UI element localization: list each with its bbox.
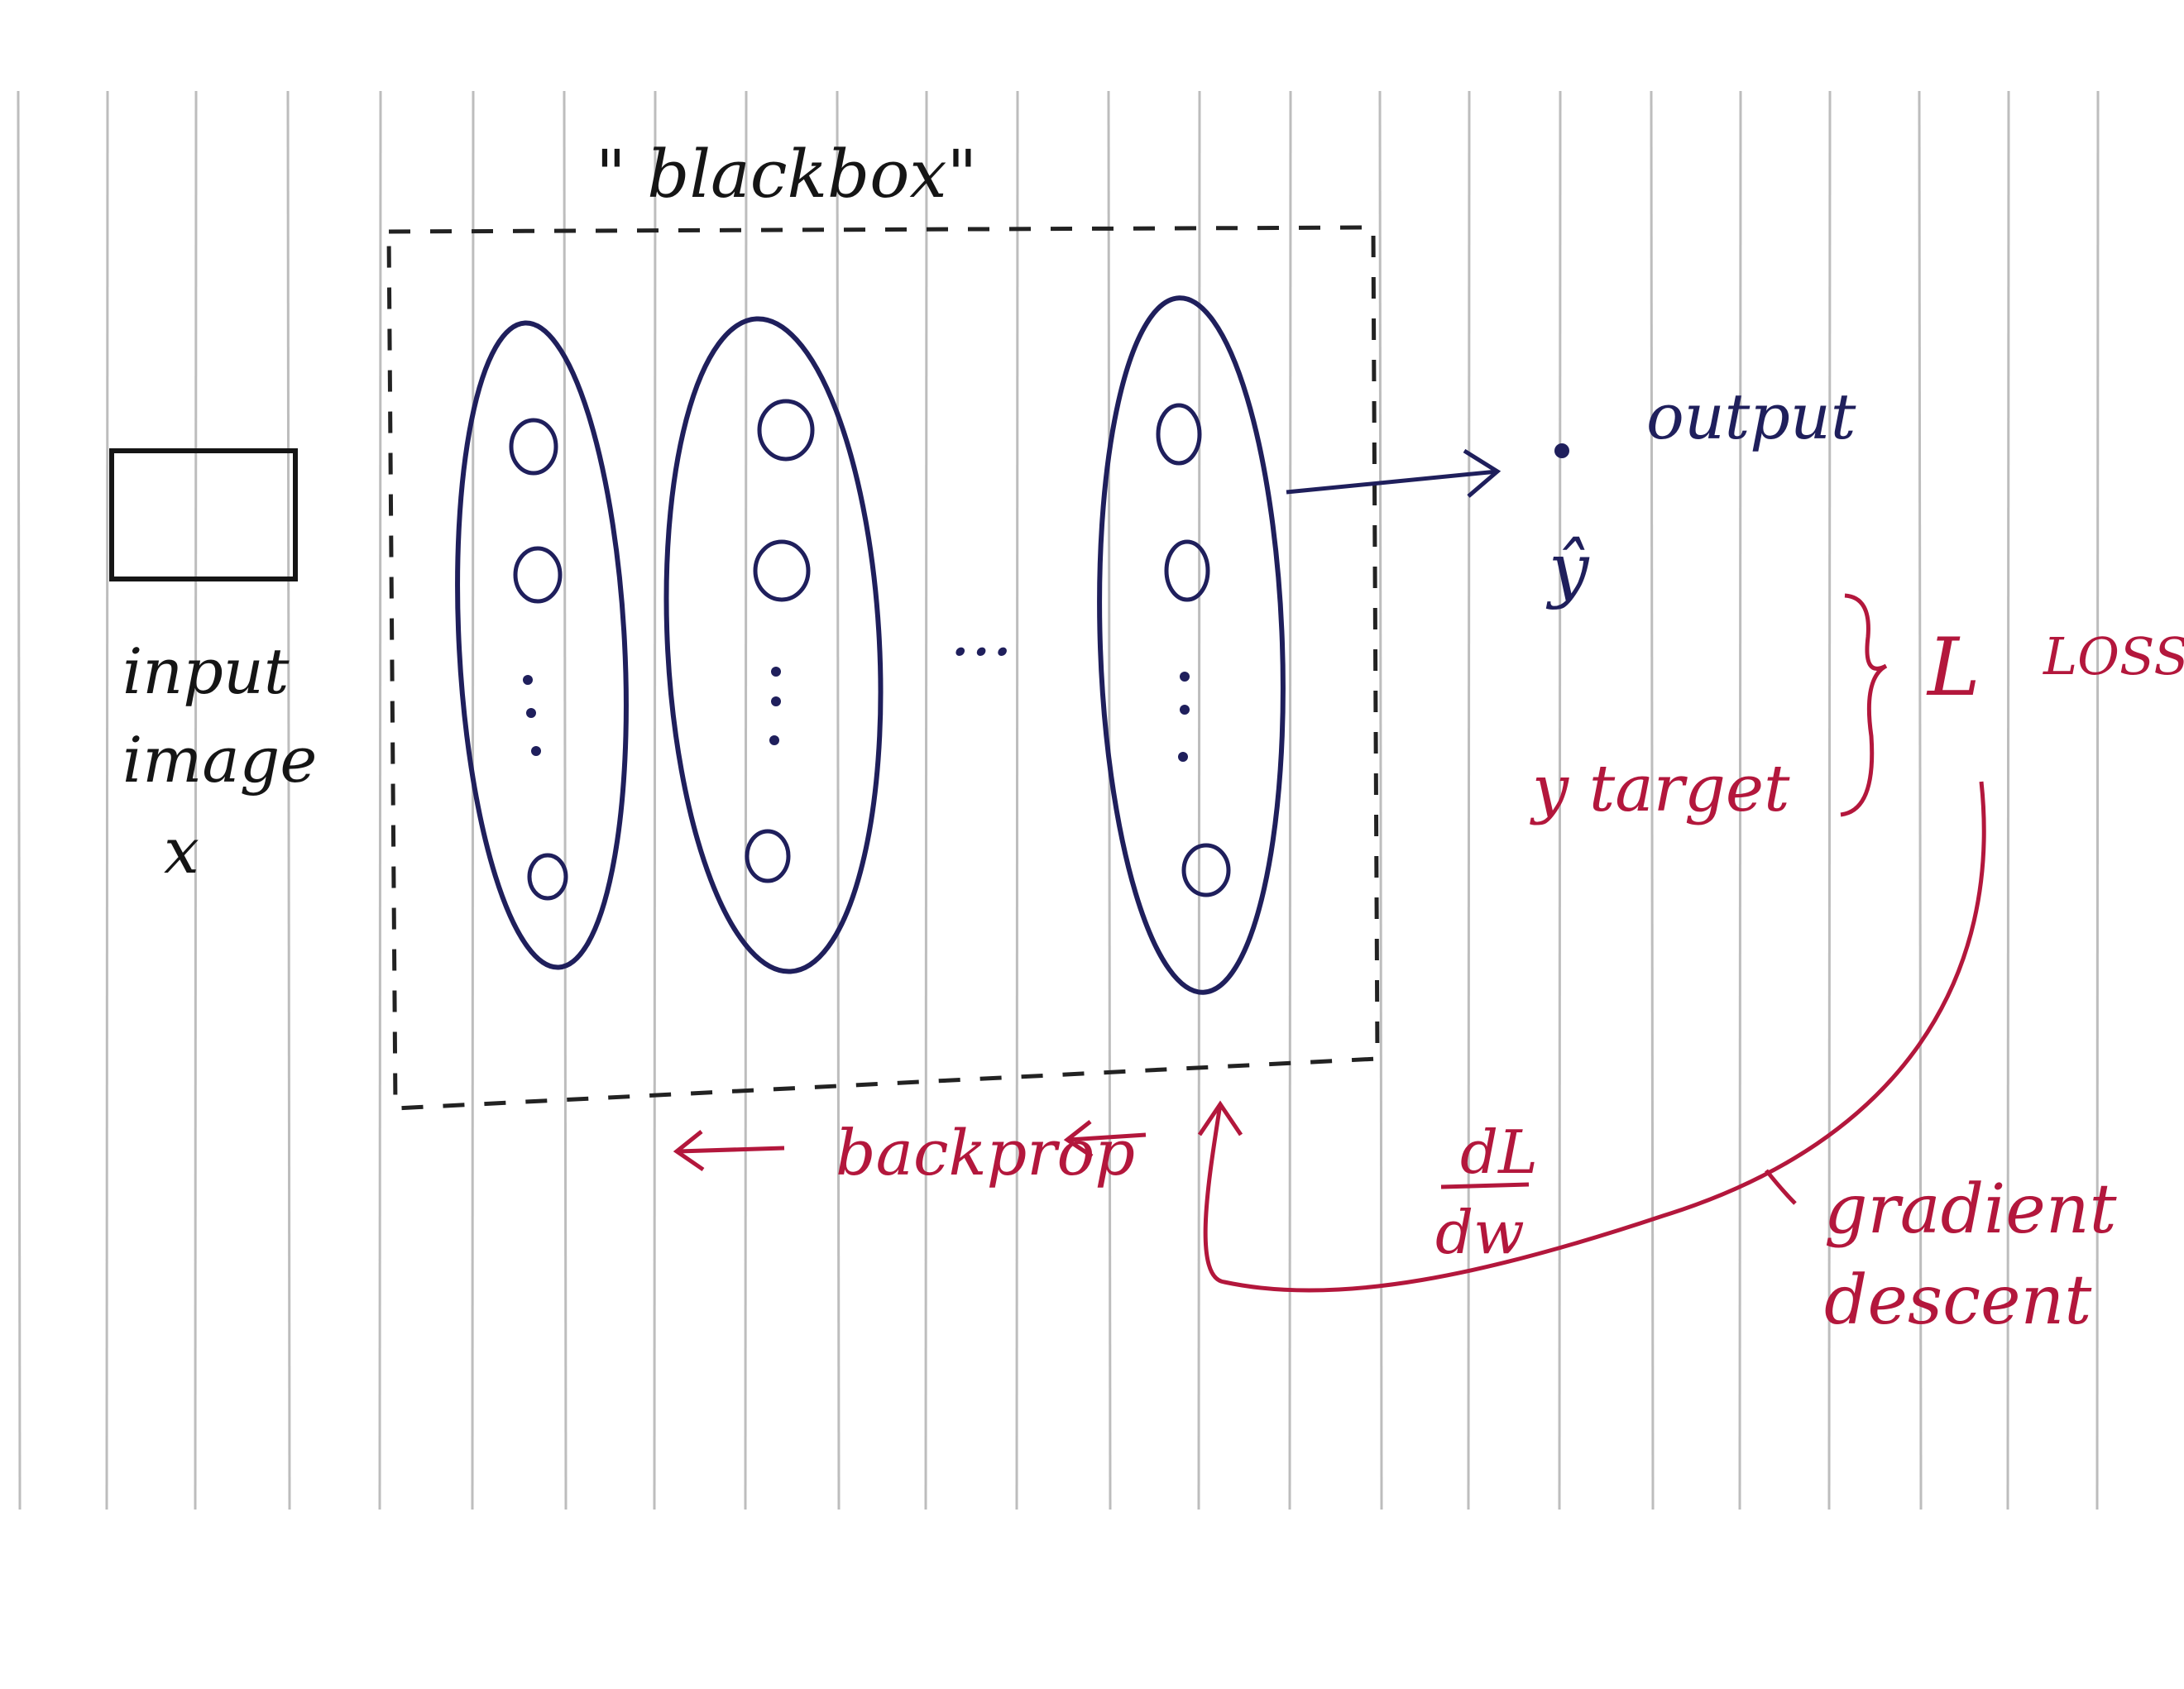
neuron: [527, 853, 568, 901]
input-label-line1: input: [122, 634, 290, 708]
ruled-line: [194, 90, 198, 1510]
ruled-line: [1738, 90, 1742, 1510]
layer-ellipse-3: [1097, 295, 1286, 995]
dw-label: dw: [1435, 1198, 1525, 1267]
ruled-line: [653, 90, 657, 1510]
ruled-line: [1918, 90, 1923, 1510]
y-hat-label: ŷ: [1545, 529, 1590, 611]
ruled-line: [2006, 90, 2010, 1510]
ruled-line: [1467, 90, 1471, 1510]
backprop-arrows: [673, 1120, 1147, 1172]
ruled-line: [1197, 90, 1201, 1510]
neuron: [513, 546, 563, 604]
ruled-line: [17, 90, 22, 1510]
ruled-line: [1107, 90, 1112, 1510]
fraction-bar: [1440, 1182, 1530, 1189]
target-label: y target: [1530, 752, 1790, 826]
neuron: [1181, 843, 1231, 897]
backprop-label: backprop: [836, 1116, 1135, 1189]
input-image-box: [109, 448, 298, 581]
ruled-line: [1827, 90, 1832, 1510]
layer-ellipse-1: [455, 320, 629, 970]
ruled-line: [1650, 90, 1655, 1510]
input-label-line2: image: [122, 723, 317, 797]
ruled-line: [563, 90, 568, 1510]
dl-label: dL: [1460, 1117, 1538, 1187]
output-arrow: [1286, 448, 1502, 498]
ruled-line: [924, 90, 928, 1510]
blackbox-label: " blackbox": [596, 136, 977, 213]
hidden-layers: [455, 295, 1286, 995]
output-label: output: [1646, 380, 1856, 453]
neuron: [753, 539, 811, 602]
neuron: [745, 829, 791, 883]
ruled-line: [836, 90, 841, 1510]
output-dot: [1554, 443, 1569, 458]
neuron: [1164, 539, 1210, 602]
layer-ellipse-2: [663, 316, 884, 974]
layer-3-ellipsis-dots: [1178, 672, 1190, 762]
ruled-line: [1015, 90, 1019, 1510]
ruled-line: [1288, 90, 1292, 1510]
ruled-line: [744, 90, 748, 1510]
ruled-line: [1558, 90, 1562, 1510]
ruled-line: [2095, 90, 2100, 1510]
loss-label: LOSS: [2043, 626, 2184, 687]
layer-2-neurons: [745, 399, 815, 883]
layers-ellipsis: ...: [950, 594, 1013, 671]
layer-1-ellipsis-dots: [523, 675, 541, 756]
ruled-line: [105, 90, 109, 1510]
ruled-line: [378, 90, 382, 1510]
loss-brace: [1840, 593, 1888, 817]
loss-symbol: L: [1926, 621, 1980, 714]
neuron: [757, 399, 815, 462]
input-label-line3: x: [164, 814, 199, 888]
ruled-line: [471, 90, 475, 1510]
gradient-label-line1: gradient: [1824, 1170, 2118, 1249]
ruled-lines: [17, 90, 2100, 1510]
neuron: [1156, 403, 1202, 466]
layer-2-ellipsis-dots: [769, 667, 781, 745]
neuron: [509, 418, 558, 476]
ruled-line: [1378, 90, 1383, 1510]
ruled-line: [286, 90, 291, 1510]
gradient-curve: [1197, 781, 1986, 1293]
layer-3-neurons: [1156, 403, 1231, 897]
gradient-label-line2: descent: [1824, 1261, 2092, 1340]
layer-1-neurons: [509, 418, 568, 901]
